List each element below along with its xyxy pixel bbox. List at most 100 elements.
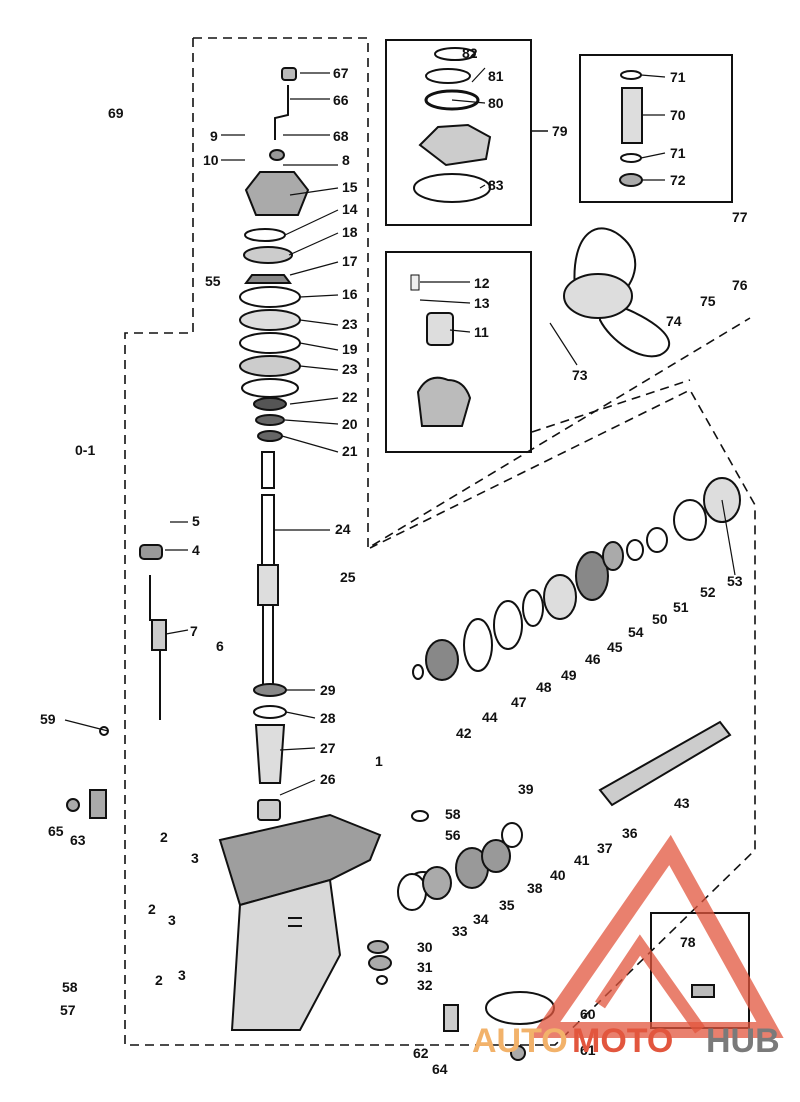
callout-58-right: 58: [445, 806, 461, 822]
callout-80: 80: [488, 95, 504, 111]
callout-23-upper: 23: [342, 316, 358, 332]
callout-55: 55: [205, 273, 221, 289]
callout-74: 74: [666, 313, 682, 329]
callout-1: 1: [375, 753, 383, 769]
callout-3-lower: 3: [178, 967, 186, 983]
callout-19: 19: [342, 341, 358, 357]
callout-3-upper: 3: [191, 850, 199, 866]
callout-9: 9: [210, 128, 218, 144]
callout-7: 7: [190, 623, 198, 639]
callout-67: 67: [333, 65, 349, 81]
callout-43: 43: [674, 795, 690, 811]
gearcase-boundary: [124, 38, 756, 1046]
watermark-triangle-outer: [529, 834, 784, 1038]
propeller: [563, 227, 670, 358]
callout-3-middle: 3: [168, 912, 176, 928]
callout-50: 50: [652, 611, 668, 627]
driveshaft-boundary: [193, 37, 751, 550]
callout-65: 65: [48, 823, 64, 839]
part-callouts: 67 66 69 9 68 10 8 15 14 18 55 17 16 23 …: [40, 45, 748, 1077]
callout-37: 37: [597, 840, 613, 856]
callout-78: 78: [680, 934, 696, 950]
callout-24: 24: [335, 521, 351, 537]
callout-22: 22: [342, 389, 358, 405]
callout-20: 20: [342, 416, 358, 432]
callout-38: 38: [527, 880, 543, 896]
callout-2-upper: 2: [160, 829, 168, 845]
callout-5: 5: [192, 513, 200, 529]
callout-39: 39: [518, 781, 534, 797]
callout-13: 13: [474, 295, 490, 311]
callout-12: 12: [474, 275, 490, 291]
callout-71-top: 71: [670, 69, 686, 85]
callout-26: 26: [320, 771, 336, 787]
callout-70: 70: [670, 107, 686, 123]
watermark-word-hub: HUB: [706, 1022, 780, 1060]
callout-77: 77: [732, 209, 748, 225]
callout-23-lower: 23: [342, 361, 358, 377]
watermark-triangle-inner: [595, 934, 705, 1034]
callout-30: 30: [417, 939, 433, 955]
callout-83: 83: [488, 177, 504, 193]
callout-46: 46: [585, 651, 601, 667]
callout-25: 25: [340, 569, 356, 585]
callout-16: 16: [342, 286, 358, 302]
callout-53: 53: [727, 573, 743, 589]
gearcase-housing: [218, 813, 382, 1031]
inset-box-79: [385, 39, 548, 226]
callout-73: 73: [572, 367, 588, 383]
callout-81: 81: [488, 68, 504, 84]
callout-66: 66: [333, 92, 349, 108]
callout-76: 76: [732, 277, 748, 293]
callout-0-1: 0-1: [75, 442, 95, 458]
callout-58-left: 58: [62, 979, 78, 995]
callout-36: 36: [622, 825, 638, 841]
callout-61: 61: [580, 1042, 596, 1058]
callout-33: 33: [452, 923, 468, 939]
callout-59: 59: [40, 711, 56, 727]
callout-47: 47: [511, 694, 527, 710]
callout-42: 42: [456, 725, 472, 741]
callout-82: 82: [462, 45, 478, 61]
callout-79: 79: [552, 123, 568, 139]
callout-28: 28: [320, 710, 336, 726]
callout-2-lower: 2: [155, 972, 163, 988]
callout-32: 32: [417, 977, 433, 993]
callout-69: 69: [108, 105, 124, 121]
callout-40: 40: [550, 867, 566, 883]
callout-51: 51: [673, 599, 689, 615]
driveshaft-stack: [239, 67, 310, 821]
watermark-word-moto: MOTO: [572, 1022, 673, 1060]
callout-56: 56: [445, 827, 461, 843]
callout-44: 44: [482, 709, 498, 725]
callout-2-middle: 2: [148, 901, 156, 917]
callout-68: 68: [333, 128, 349, 144]
callout-48: 48: [536, 679, 552, 695]
inset-box-11: [385, 251, 532, 453]
automotohub-watermark: AUTO MOTO HUB: [472, 834, 784, 1060]
propshaft-boundary: [531, 379, 691, 433]
callout-11: 11: [474, 324, 489, 340]
propshaft-train: [412, 477, 741, 807]
callout-21: 21: [342, 443, 358, 459]
watermark-word-auto: AUTO: [472, 1022, 568, 1060]
leader-lines: [64, 67, 736, 796]
callout-72: 72: [670, 172, 686, 188]
callout-41: 41: [574, 852, 590, 868]
callout-18: 18: [342, 224, 358, 240]
callout-60: 60: [580, 1006, 596, 1022]
callout-4: 4: [192, 542, 200, 558]
callout-35: 35: [499, 897, 515, 913]
callout-45: 45: [607, 639, 623, 655]
callout-15: 15: [342, 179, 358, 195]
callout-52: 52: [700, 584, 716, 600]
callout-71-bottom: 71: [670, 145, 686, 161]
callout-75: 75: [700, 293, 716, 309]
callout-57: 57: [60, 1002, 76, 1018]
callout-62: 62: [413, 1045, 429, 1061]
callout-34: 34: [473, 911, 489, 927]
callout-31: 31: [417, 959, 433, 975]
callout-29: 29: [320, 682, 336, 698]
callout-6: 6: [216, 638, 224, 654]
